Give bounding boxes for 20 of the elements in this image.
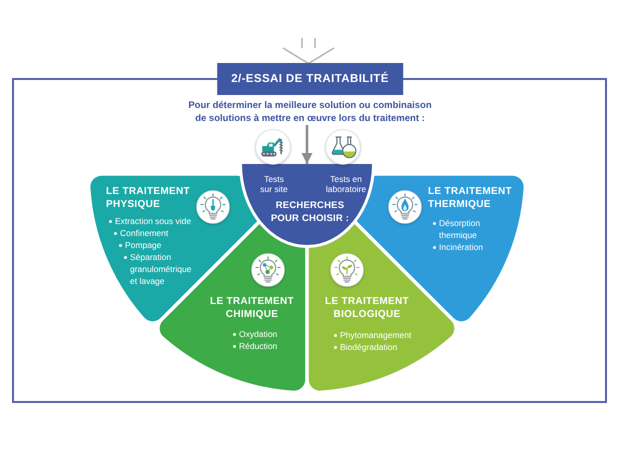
bullet-item: Oxydation [232, 328, 292, 340]
bullet-item: Confinement [113, 227, 183, 239]
icon-caption: Tests en laboratoire [324, 174, 368, 194]
segment-heading: LE TRAITEMENT THERMIQUE [428, 186, 513, 211]
bullet-item: Incinération [432, 241, 494, 253]
segment-heading: LE TRAITEMENT PHYSIQUE [106, 186, 191, 211]
icon-caption: Tests sur site [259, 174, 289, 194]
bullet-item: Pompage [118, 239, 178, 251]
title-banner: 2/-ESSAI DE TRAITABILITÉ [217, 63, 403, 95]
bullet-item: Réduction [232, 340, 292, 352]
segment-heading: LE TRAITEMENT CHIMIQUE [209, 296, 295, 321]
arrow [302, 125, 312, 164]
bullet-item: Phytomanagement [333, 329, 417, 341]
bullet-item: Désorption thermique [432, 217, 494, 241]
bullet-item: Biodégradation [333, 341, 417, 353]
segment-heading: LE TRAITEMENT BIOLOGIQUE [324, 296, 410, 321]
bullet-item: Séparation granulométrique et lavage [123, 251, 196, 287]
bullet-item: Extraction sous vide [108, 215, 196, 227]
intro-text: Pour déterminer la meilleure solution ou combinaison de solutions à mettre en œuvre lors du traitement : [182, 99, 438, 125]
panel-heading: RECHERCHES POUR CHOISIR : [270, 199, 350, 225]
